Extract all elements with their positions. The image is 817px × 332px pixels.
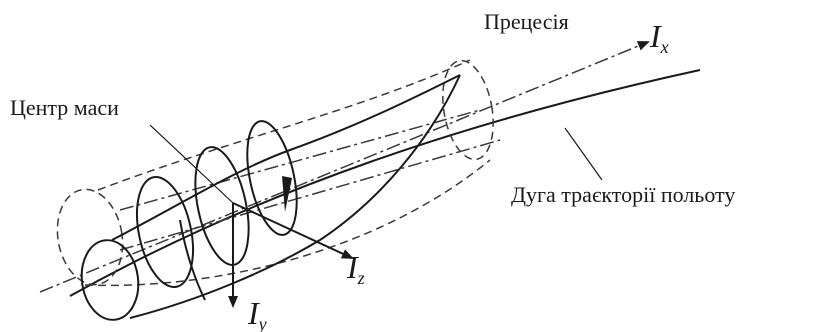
trajectory-arc-label: Дуга траєкторії польоту bbox=[511, 182, 735, 207]
x-axis-label: Ix bbox=[649, 18, 669, 57]
z-axis-arrow bbox=[232, 202, 354, 259]
precession-label: Прецесія bbox=[484, 9, 569, 34]
y-axis-label: Iy bbox=[247, 295, 267, 332]
center-of-mass-label: Центр маси bbox=[10, 95, 119, 120]
z-axis-label: Iz bbox=[346, 249, 365, 288]
precessed-body-outline bbox=[56, 59, 501, 287]
trajectory-arc-curve bbox=[69, 69, 701, 297]
projectile-body bbox=[80, 74, 461, 321]
center-of-mass-leader bbox=[149, 124, 234, 204]
spin-coils bbox=[136, 120, 298, 289]
spin-direction-arrow bbox=[282, 176, 292, 212]
trajectory-leader bbox=[564, 127, 603, 181]
x-axis-arrow bbox=[39, 41, 650, 293]
